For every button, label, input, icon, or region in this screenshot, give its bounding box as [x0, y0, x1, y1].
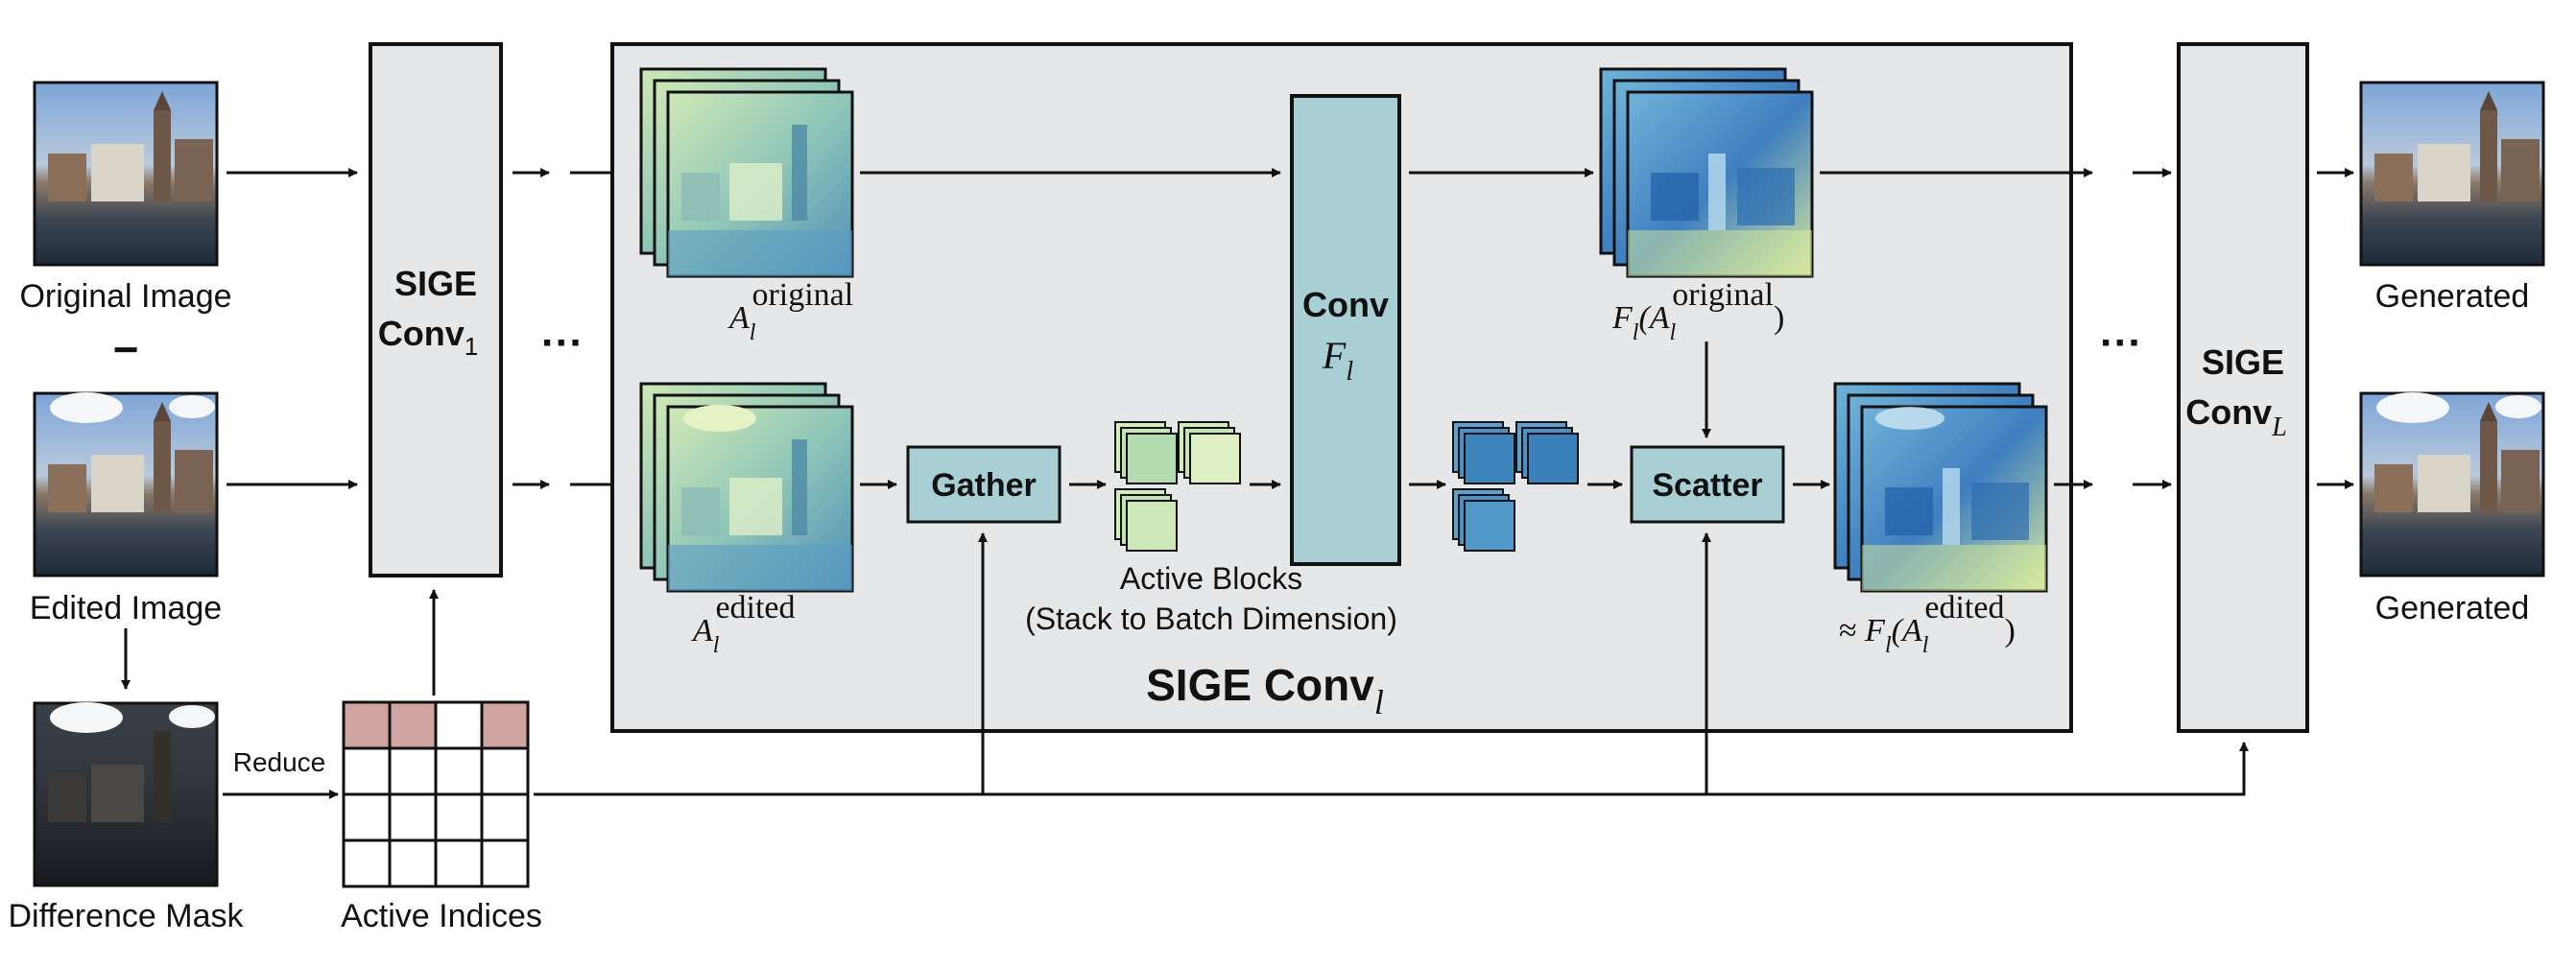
inactive-index-cell	[434, 746, 484, 796]
ellipsis-right: ···	[2100, 319, 2142, 366]
conv-fl-block	[1290, 94, 1401, 566]
difference-mask-label: Difference Mask	[8, 898, 244, 934]
generated-bottom-label: Generated	[2375, 590, 2530, 626]
a-edited-feature-stack	[639, 382, 854, 593]
active-blocks-sublabel: (Stack to Batch Dimension)	[1025, 601, 1397, 636]
conv-function-label: Fl	[1322, 334, 1353, 387]
minus-sign: −	[113, 324, 139, 374]
active-blocks-gathered	[1114, 421, 1241, 552]
active-blocks-computed	[1452, 421, 1579, 552]
gather-label: Gather	[931, 467, 1037, 504]
f-original-feature-stack	[1599, 67, 1814, 278]
inactive-index-cell	[480, 746, 530, 796]
generated-top-thumbnail	[2359, 81, 2545, 267]
inactive-index-cell	[342, 746, 392, 796]
gather-box	[906, 445, 1061, 524]
sige-conv-L-line1: SIGE	[2202, 342, 2284, 382]
a-original-label: Aloriginal	[727, 277, 853, 345]
active-index-cell	[342, 700, 392, 750]
active-indices-label: Active Indices	[341, 898, 542, 934]
difference-mask-thumbnail	[33, 701, 219, 887]
inactive-index-cell	[342, 792, 392, 842]
active-index-cell	[480, 700, 530, 750]
scatter-box	[1630, 445, 1785, 524]
conv-label: Conv	[1302, 285, 1389, 324]
sige-conv-1-block	[369, 42, 503, 578]
sige-conv-L-block	[2177, 42, 2309, 733]
f-original-label: Fl(Aloriginal)	[1611, 277, 1784, 345]
edited-image-thumbnail	[33, 391, 219, 578]
inactive-index-cell	[480, 792, 530, 842]
sige-conv-1-line1: SIGE	[394, 264, 477, 303]
edited-image-label: Edited Image	[30, 590, 222, 626]
ellipsis-left: ···	[541, 319, 584, 366]
f-edited-label: ≈ Fl(Aledited)	[1839, 590, 2015, 658]
inactive-index-cell	[388, 838, 438, 888]
inactive-index-cell	[434, 700, 484, 750]
sige-conv-l-title: SIGE Convl	[1146, 660, 1384, 721]
indices-bus-line	[534, 742, 2249, 796]
active-blocks-label: Active Blocks	[1120, 561, 1302, 596]
a-original-feature-stack	[639, 67, 854, 278]
original-image-thumbnail	[33, 81, 219, 267]
generated-bottom-thumbnail	[2359, 391, 2545, 578]
inactive-index-cell	[388, 746, 438, 796]
active-indices-grid	[342, 700, 530, 888]
inactive-index-cell	[434, 792, 484, 842]
reduce-label: Reduce	[233, 747, 326, 777]
inactive-index-cell	[480, 838, 530, 888]
a-edited-label: Aledited	[691, 590, 796, 658]
generated-top-label: Generated	[2375, 278, 2530, 315]
active-index-cell	[388, 700, 438, 750]
scatter-label: Scatter	[1652, 467, 1762, 504]
original-image-label: Original Image	[19, 278, 231, 315]
inactive-index-cell	[342, 838, 392, 888]
sige-conv-L-line2: ConvL	[2185, 392, 2287, 442]
sige-conv-1-line2: Conv1	[378, 314, 478, 361]
f-edited-feature-stack	[1833, 382, 2048, 593]
inactive-index-cell	[434, 838, 484, 888]
inactive-index-cell	[388, 792, 438, 842]
